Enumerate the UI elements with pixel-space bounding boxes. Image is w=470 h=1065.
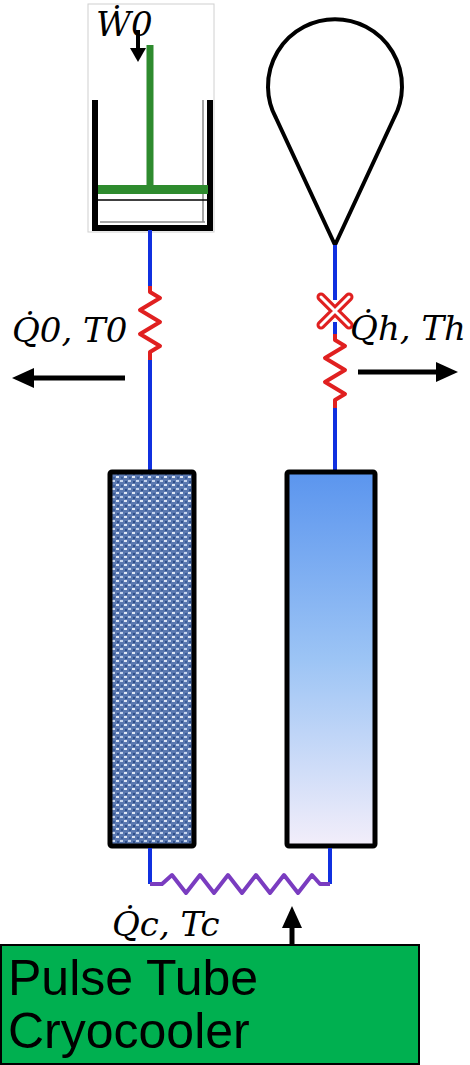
- heat-arrow: [358, 370, 440, 375]
- heat-arrow-head: [12, 368, 34, 388]
- aftercooler-resistor: [140, 286, 160, 360]
- gas-line: [333, 408, 337, 472]
- gas-line: [328, 848, 332, 884]
- cylinder-liner: [202, 100, 204, 222]
- symbol-label: Q̇0, T0: [12, 312, 127, 349]
- gas-line: [148, 848, 152, 884]
- piston: [98, 185, 208, 194]
- box-title: Pulse Tube Cryocooler: [8, 952, 412, 1057]
- symbol-label: Q̇c, Tc: [112, 906, 220, 943]
- gas-line: [333, 322, 337, 334]
- symbol-label: Ẇ0: [96, 6, 153, 43]
- work-arrow-head: [130, 48, 146, 62]
- heat-arrow-head: [436, 362, 458, 382]
- reservoir-balloon: [268, 19, 402, 245]
- heat-arrow-head: [282, 906, 302, 928]
- heat-arrow: [30, 376, 125, 381]
- cold-exchanger-resistor: [150, 875, 330, 893]
- gas-line: [148, 230, 152, 286]
- pulse-tube: [287, 472, 375, 846]
- gas-line: [148, 360, 152, 472]
- piston-seal: [98, 199, 208, 201]
- hot-exchanger-resistor: [325, 334, 345, 408]
- cryocooler-box: Pulse Tube Cryocooler: [0, 944, 420, 1065]
- symbol-label: Q̇h, Th: [350, 310, 466, 347]
- compressor-frame: [88, 4, 214, 232]
- cylinder-liner: [100, 221, 205, 223]
- orifice-valve: [321, 297, 349, 325]
- piston-rod: [147, 45, 154, 188]
- regenerator: [110, 472, 194, 846]
- gas-line: [333, 245, 337, 300]
